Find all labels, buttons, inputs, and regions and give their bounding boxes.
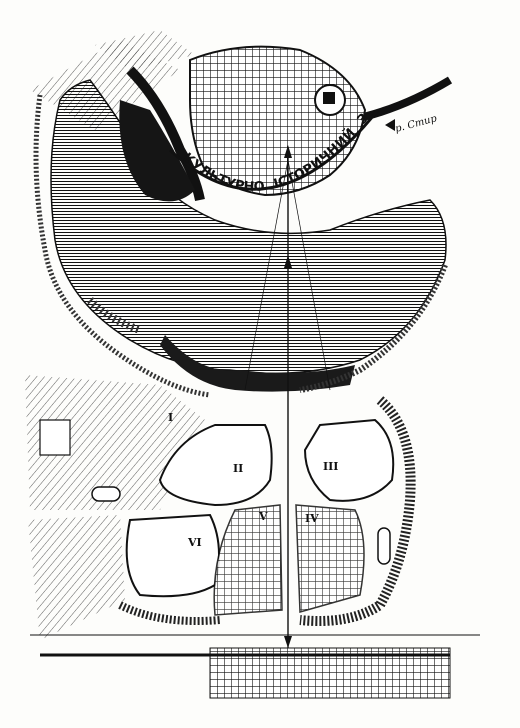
zone-iii-block	[303, 418, 395, 502]
zone-label-ii: II	[233, 462, 243, 475]
west-building-block	[39, 419, 71, 456]
zone-label-i: I	[168, 411, 173, 424]
zone-labels: I II III IV V VI	[168, 411, 338, 549]
zone-label-v: V	[258, 510, 268, 523]
dark-pond	[119, 100, 195, 202]
sightline-left	[244, 159, 289, 391]
west-stadium	[91, 486, 121, 502]
axis-arrow-south	[284, 636, 292, 648]
river-styr-left-arm	[126, 66, 205, 202]
zone-blocks	[125, 418, 395, 616]
dark-shoreline-south	[160, 335, 355, 392]
west-district	[25, 375, 205, 640]
zone-ii-block	[158, 424, 273, 507]
east-vegetation	[118, 396, 416, 626]
zone-label-iv: IV	[305, 512, 319, 525]
historic-old-town	[189, 45, 367, 197]
southern-grid	[30, 634, 480, 699]
axis-arrow-north	[284, 145, 292, 158]
zone-label-iii: III	[323, 460, 338, 473]
shoreline-vegetation	[33, 94, 448, 398]
zone-v-block	[213, 504, 283, 616]
zone-label-vi: VI	[187, 536, 202, 549]
zone-iv-block	[295, 504, 365, 613]
river-flow-arrow	[385, 119, 395, 131]
lake-water	[50, 79, 447, 392]
castle-building	[323, 92, 335, 104]
axis-arrow-middle	[284, 255, 292, 268]
zone-vi-block	[125, 513, 220, 598]
sightline-right	[287, 159, 331, 391]
south-stadium	[377, 527, 391, 565]
central-axis	[244, 145, 331, 660]
